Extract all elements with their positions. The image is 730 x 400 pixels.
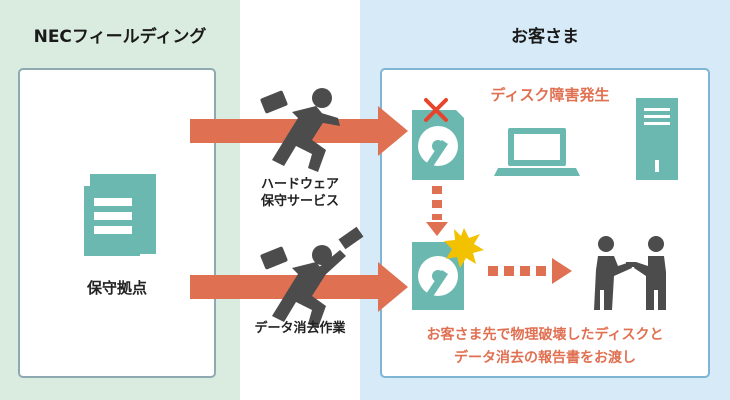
hardware-maintenance-label: ハードウェア 保守サービス	[232, 176, 368, 210]
building-icon	[84, 174, 156, 256]
report-line-2: データ消去の報告書をお渡し	[454, 350, 636, 366]
laptop-icon	[494, 128, 580, 176]
service-label-line2: 保守サービス	[260, 194, 339, 209]
report-line-1: お客さま先で物理破壊したディスクと	[426, 327, 664, 343]
impact-star-icon	[444, 228, 484, 268]
customer-title: お客さま	[511, 27, 579, 47]
maintenance-base-label: 保守拠点	[86, 279, 147, 297]
handover-people-icon	[594, 236, 666, 310]
failure-cross-icon	[424, 98, 448, 122]
destroyed-disk-icon	[412, 242, 464, 310]
hammer-engineer-icon	[260, 226, 364, 328]
dashed-down-arrow	[426, 186, 448, 236]
hard-disk-icon	[412, 110, 464, 180]
report-handover-text: お客さま先で物理破壊したディスクと データ消去の報告書をお渡し	[384, 324, 706, 370]
dashed-right-arrow	[488, 258, 572, 284]
running-engineer-icon	[260, 88, 340, 172]
data-erase-label: データ消去作業	[254, 321, 346, 336]
service-label-line1: ハードウェア	[260, 177, 339, 192]
disk-failure-label: ディスク障害発生	[490, 86, 610, 104]
server-tower-icon	[636, 98, 678, 180]
nec-fielding-title: NECフィールディング	[33, 27, 207, 47]
